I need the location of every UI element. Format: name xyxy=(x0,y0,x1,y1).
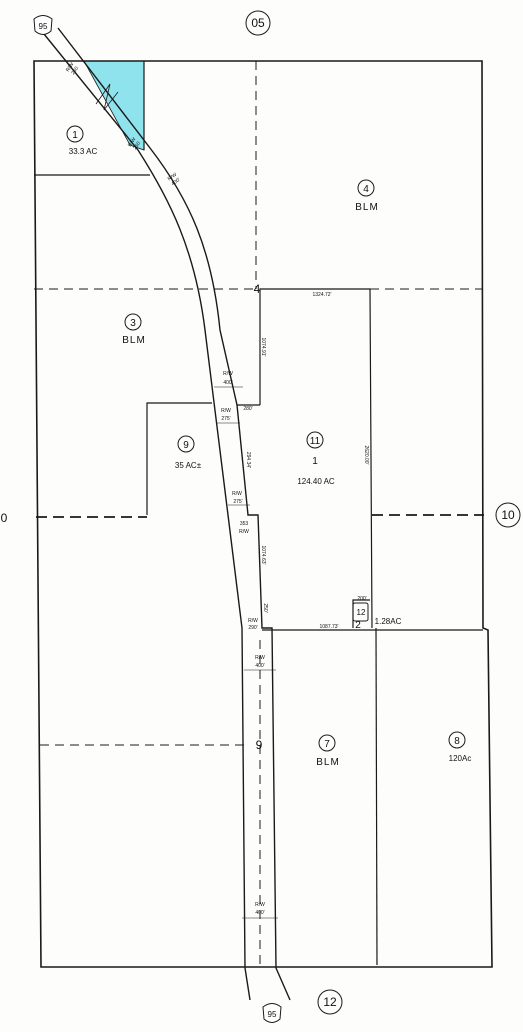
row-label-5-line2: 275' xyxy=(221,416,230,422)
svg-text:R/W: R/W xyxy=(65,62,76,74)
parcel-9-id: 9 xyxy=(183,440,189,451)
row-label-4-line2: 400' xyxy=(223,380,232,386)
parcel-3-id: 3 xyxy=(130,318,136,329)
parcel-boundaries xyxy=(34,61,483,966)
row-label-1: R/W 250 xyxy=(65,62,80,77)
parcel-11-sub: 1 xyxy=(312,456,318,467)
page-ref-right-circle xyxy=(495,502,521,528)
row-label-4-line1: R/W xyxy=(223,371,233,377)
dim-step: 280' xyxy=(243,406,252,412)
highway-right-of-way-east xyxy=(57,27,291,1001)
parcel-8-acres: 120Ac xyxy=(449,754,472,763)
svg-text:250: 250 xyxy=(132,141,142,151)
row-label-6-line1: R/W xyxy=(232,491,242,497)
section-number-4: 4 xyxy=(254,282,261,296)
parcel-12-sub: 2 xyxy=(355,620,361,631)
highway-shield-top xyxy=(33,15,53,35)
highway-shield-bottom-label: 95 xyxy=(268,1010,277,1019)
dim-v3: 1074.63' xyxy=(260,545,266,564)
parcel-12-id: 12 xyxy=(357,608,366,617)
parcel-3-owner: BLM xyxy=(122,335,146,346)
row-label-5-line1: R/W xyxy=(221,408,231,414)
page-ref-bottom: 12 xyxy=(323,995,337,1009)
row-label-8-line2: 290' xyxy=(248,625,257,631)
svg-text:R/W: R/W xyxy=(167,172,179,183)
parcel-12-acres: 1.28AC xyxy=(375,617,402,626)
row-label-7-line1: 353 xyxy=(240,521,249,527)
dim-top-11: 1324.72' xyxy=(312,292,331,298)
svg-text:2620.00': 2620.00' xyxy=(363,445,369,464)
parcel-7-owner: BLM xyxy=(316,757,340,768)
parcel-3-circle xyxy=(124,313,142,331)
dim-200: 200' xyxy=(357,596,366,602)
parcel-1-circle xyxy=(66,125,84,143)
row-label-8-line1: R/W xyxy=(248,618,258,624)
svg-text:294.34': 294.34' xyxy=(245,452,251,468)
highway-shield-top-label: 95 xyxy=(39,22,48,31)
parcel-11-id: 11 xyxy=(310,436,321,447)
row-label-9-line1: R/W xyxy=(255,655,265,661)
parcel-8-id: 8 xyxy=(454,736,460,747)
section-lines-heavy xyxy=(36,514,484,518)
page-ref-top-circle xyxy=(245,10,271,36)
dim-v4: 250' xyxy=(262,603,268,612)
parcel-7-id: 7 xyxy=(324,739,330,750)
svg-text:R/W: R/W xyxy=(127,137,138,149)
row-label-3: R/W 400' xyxy=(167,172,182,187)
svg-text:250': 250' xyxy=(262,603,268,612)
parcel-7-circle xyxy=(318,734,336,752)
parcel-8-circle xyxy=(448,731,466,749)
parcel-4-id: 4 xyxy=(363,184,369,195)
row-label-6-line2: 275' xyxy=(233,499,242,505)
parcel-11-circle xyxy=(306,431,324,449)
dim-v1: 1074.91' xyxy=(260,337,266,356)
dim-right-11: 2620.00' xyxy=(363,445,369,464)
svg-text:250: 250 xyxy=(70,66,80,76)
dim-v2: 294.34' xyxy=(245,452,251,468)
page-ref-bottom-circle xyxy=(317,989,343,1015)
parcel-1-id: 1 xyxy=(72,130,78,141)
row-label-10-line2: 400' xyxy=(255,910,264,916)
parcel-4-circle xyxy=(357,179,375,197)
section-number-9: 9 xyxy=(256,738,263,752)
road-bend-mark xyxy=(95,83,119,111)
svg-text:1074.91': 1074.91' xyxy=(260,337,266,356)
page-ref-left: 0 xyxy=(1,511,8,525)
highway-right-of-way-west xyxy=(43,33,251,1001)
highway-shield-bottom xyxy=(262,1003,282,1023)
parcel-1-acres: 33.3 AC xyxy=(69,147,98,156)
parcel-12-box xyxy=(352,602,369,622)
row-label-10-line1: R/W xyxy=(255,902,265,908)
dim-bottom-11: 1087.73' xyxy=(319,624,338,630)
page-ref-top: 05 xyxy=(251,16,265,30)
svg-text:1074.63': 1074.63' xyxy=(260,545,266,564)
parcel-circles xyxy=(66,10,521,1015)
svg-text:400': 400' xyxy=(170,177,181,187)
map-outer-boundary xyxy=(33,60,493,968)
parcel-9-circle xyxy=(177,435,195,453)
parcel-11-acres: 124.40 AC xyxy=(297,477,335,486)
row-label-7-line2: R/W xyxy=(239,529,249,535)
page-ref-right: 10 xyxy=(501,508,515,522)
dimension-arrows xyxy=(214,386,278,919)
row-label-9-line2: 400' xyxy=(255,663,264,669)
section-lines xyxy=(34,61,482,965)
row-label-2: R/W 250 xyxy=(127,137,142,152)
parcel-4-owner: BLM xyxy=(355,202,379,213)
parcel-9-acres: 35 AC± xyxy=(175,461,202,470)
